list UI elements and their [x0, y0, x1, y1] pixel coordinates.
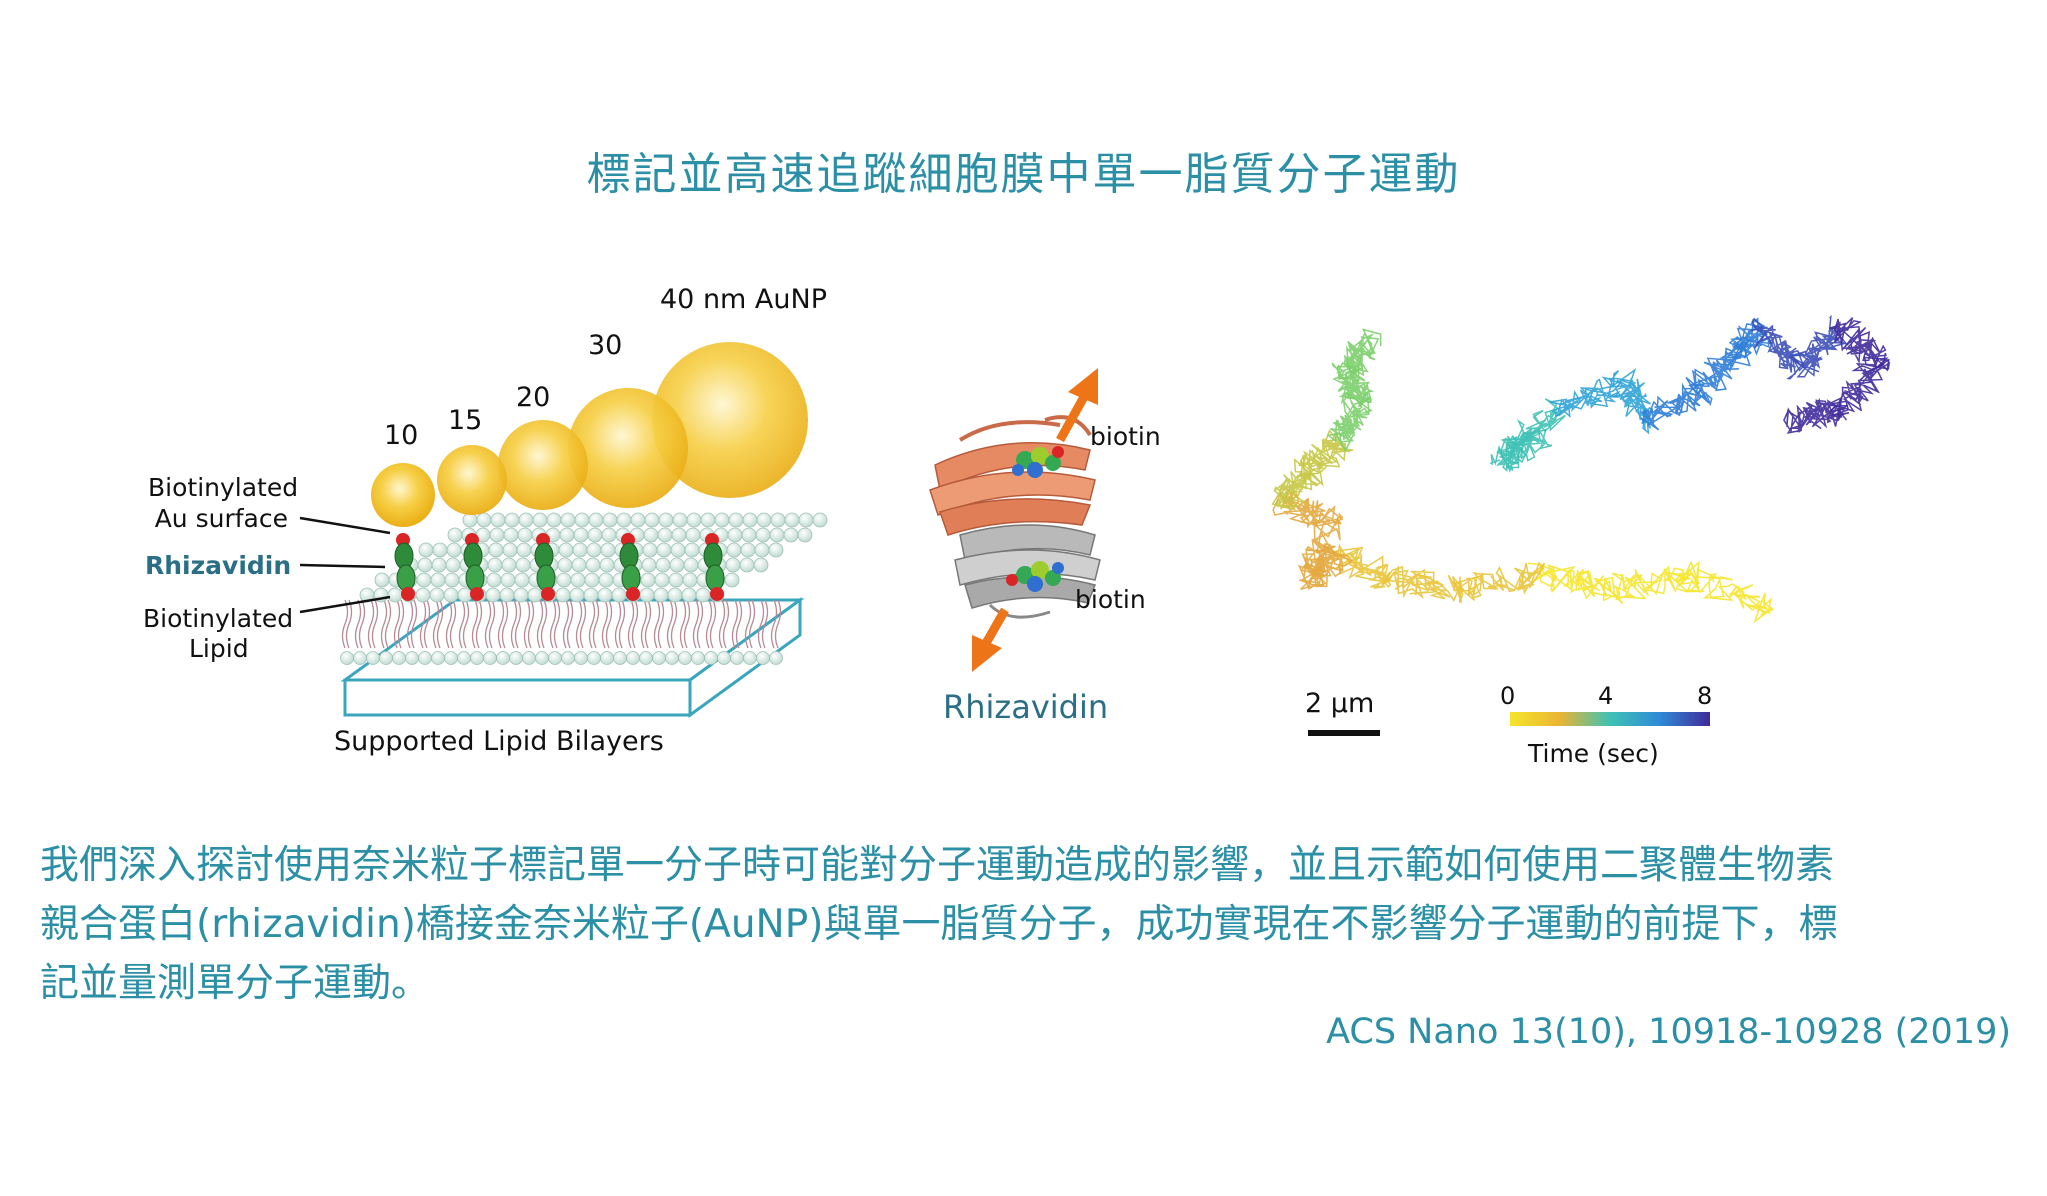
caption-rhizavidin: Rhizavidin — [943, 688, 1109, 726]
label-biotinylated-lipid-2: Lipid — [189, 634, 249, 663]
size-label-30: 30 — [588, 330, 623, 361]
size-label-15: 15 — [448, 405, 483, 436]
figure — [299, 314, 1891, 736]
lipid-heads-top — [359, 512, 828, 603]
label-biotinylated-au-surface-2: Au surface — [154, 504, 288, 533]
lipid-tails — [341, 599, 782, 649]
label-biotin-top: biotin — [1090, 422, 1161, 451]
label-biotinylated-au-surface-1: Biotinylated — [148, 473, 299, 502]
aunp-10nm — [371, 463, 435, 527]
scale-bar-label: 2 µm — [1305, 688, 1375, 719]
colorbar-tick-8: 8 — [1697, 682, 1713, 710]
rhizavidin-structure — [929, 368, 1101, 672]
size-label-20: 20 — [516, 382, 551, 413]
label-rhizavidin: Rhizavidin — [145, 551, 292, 580]
label-supported-lipid-bilayers: Supported Lipid Bilayers — [334, 726, 664, 757]
aunp-30nm — [568, 388, 688, 508]
aunp-15nm — [437, 445, 507, 515]
paragraph-line-1: 我們深入探討使用奈米粒子標記單一分子時可能對分子運動造成的影響，並且示範如何使用… — [40, 843, 1835, 888]
label-biotin-bottom: biotin — [1075, 585, 1146, 614]
arrow-down-icon — [972, 607, 1009, 672]
description-paragraph: 我們深入探討使用奈米粒子標記單一分子時可能對分子運動造成的影響，並且示範如何使用… — [40, 836, 2025, 1013]
arrow-up-icon — [1056, 368, 1098, 443]
size-label-10: 10 — [384, 420, 419, 451]
size-label-40: 40 nm AuNP — [660, 284, 827, 315]
colorbar-tick-4: 4 — [1598, 682, 1614, 710]
paragraph-line-3: 記並量測單分子運動。 — [40, 961, 431, 1006]
trajectory-plot — [1271, 314, 1891, 624]
gold-nanoparticles — [371, 342, 808, 527]
colorbar-tick-0: 0 — [1500, 682, 1516, 710]
aunp-20nm — [498, 420, 588, 510]
label-biotinylated-lipid-1: Biotinylated — [143, 604, 294, 633]
lipid-heads-bottom — [340, 651, 783, 665]
colorbar — [1510, 712, 1710, 726]
leader-lines — [299, 516, 391, 614]
rhizavidin-linkers — [394, 533, 725, 601]
citation: ACS Nano 13(10), 10918-10928 (2019) — [1326, 1012, 2011, 1052]
paragraph-line-2: 親合蛋白(rhizavidin)橋接金奈米粒子(AuNP)與單一脂質分子，成功實… — [40, 902, 1838, 947]
aunp-40nm — [652, 342, 808, 498]
colorbar-label: Time (sec) — [1528, 739, 1659, 768]
page-title: 標記並高速追蹤細胞膜中單一脂質分子運動 — [586, 149, 1461, 200]
